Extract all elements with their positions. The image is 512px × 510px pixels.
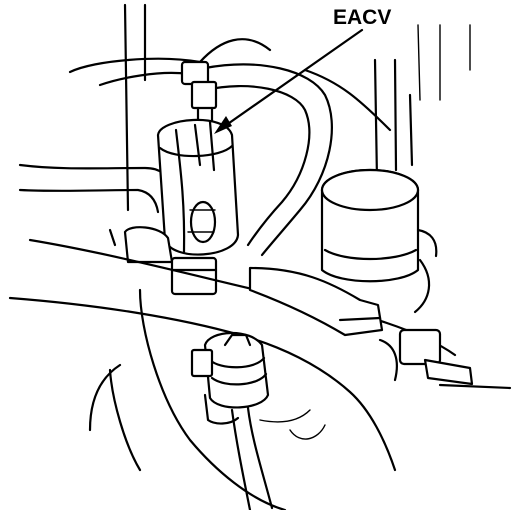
right-fittings [378, 328, 512, 390]
eacv-arrowhead [214, 116, 232, 134]
air-hose [203, 63, 333, 257]
hose-clamp [180, 60, 218, 130]
eacv-callout: EACV [214, 6, 391, 134]
frame-rails [108, 3, 147, 247]
bracket-tab [248, 266, 384, 337]
inlet-hose [18, 163, 172, 214]
eacv-connector [190, 331, 270, 425]
canister [320, 168, 438, 314]
engine-upper-contour [68, 38, 392, 132]
eacv-valve [156, 118, 240, 256]
eacv-label: EACV [333, 6, 391, 29]
eacv-mount [123, 226, 218, 296]
eacv-leader-line [220, 28, 364, 130]
connector-harness [230, 406, 326, 510]
